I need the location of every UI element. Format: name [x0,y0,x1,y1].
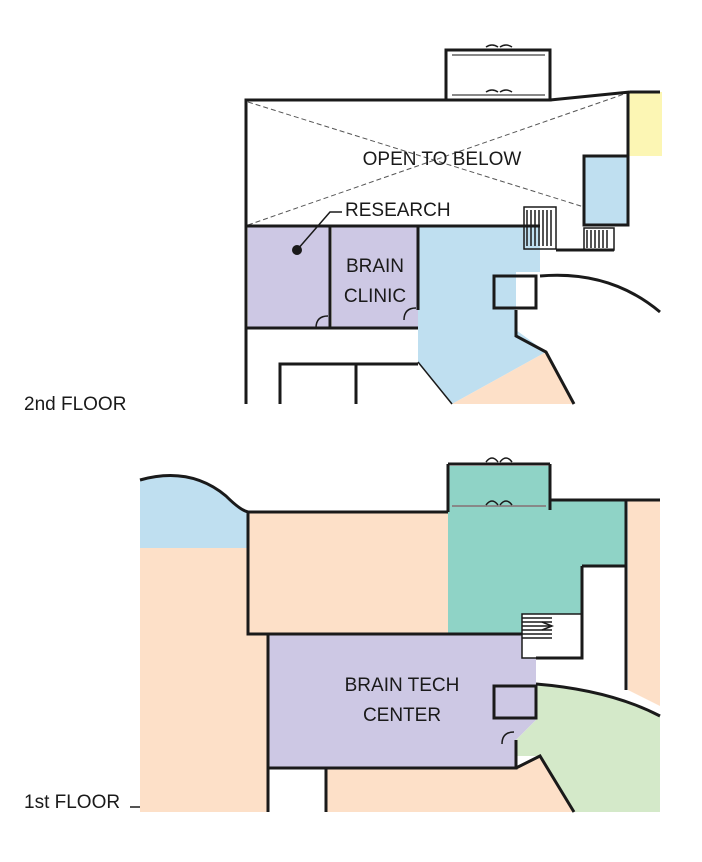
general-space-peach-1f-top [248,512,448,634]
first-floor-label: 1st FLOOR [24,792,120,813]
research-leader-line [296,211,342,251]
door-swing-icon [403,307,417,321]
door-swing-icon [485,457,513,463]
entrance-vestibule-1f [446,457,552,512]
brain-clinic-room [332,226,418,328]
door-swing-icon [485,500,513,506]
entrance-vestibule-2f [444,44,552,102]
stair-arrow-icon [541,621,555,631]
brain-tech-center-label-line2: CENTER [363,705,441,726]
general-space-peach-1f-right [628,500,660,706]
brain-clinic-label-line2: CLINIC [344,286,406,307]
general-space-peach-2f [452,352,574,404]
lobby-teal-1f [448,466,626,634]
stair-1f [521,613,583,659]
core-yellow-2f-right [628,92,662,156]
brain-tech-center-label-line1: BRAIN TECH [345,675,460,696]
open-to-below-area: OPEN TO BELOW [247,91,631,226]
door-swing-icon [485,89,513,93]
brain-clinic-label-line1: BRAIN [346,256,404,277]
elevator-core-2f [492,274,538,310]
open-to-below-label: OPEN TO BELOW [363,149,522,170]
circulation-blue-2f [418,226,546,404]
circulation-blue-2f-right [584,157,628,225]
door-swing-icon [501,731,515,745]
elevator-core-1f [492,684,538,720]
courtyard-green-1f [516,684,660,812]
research-label: RESEARCH [345,200,451,221]
second-floor-plan: OPEN TO BELOW [244,44,662,405]
research-room [248,226,330,328]
general-space-peach-1f-bottom [326,756,574,812]
brain-tech-center-room [268,634,536,768]
circulation-blue-1f [140,475,248,548]
second-floor-label: 2nd FLOOR [24,394,126,415]
door-swing-icon [485,44,513,48]
first-floor-plan: BRAIN TECH CENTER [139,457,661,813]
general-space-peach-1f-left [140,548,268,812]
door-swing-icon [315,315,329,329]
